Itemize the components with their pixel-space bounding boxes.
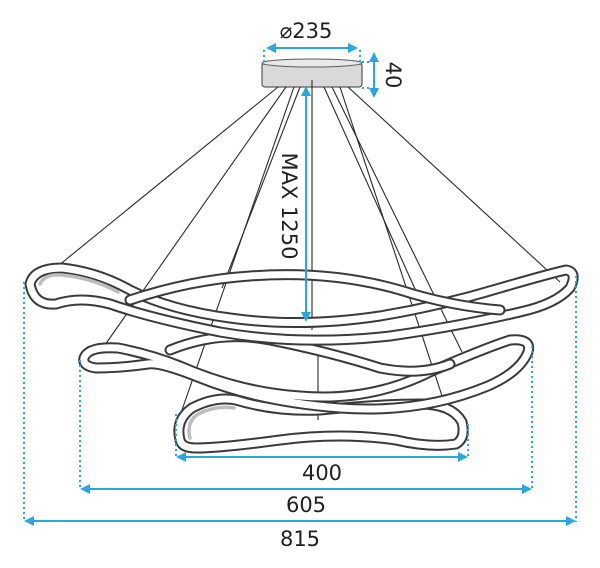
canopy-height-dimension: 40 <box>362 52 405 98</box>
ring-medium-dimension: 605 <box>79 346 533 517</box>
canopy-diameter-label: ⌀235 <box>280 19 333 43</box>
wire <box>57 86 279 267</box>
wire <box>181 86 295 411</box>
wire <box>221 86 301 289</box>
arrow-right-icon <box>522 484 532 494</box>
arrow-left-icon <box>176 452 186 462</box>
canopy <box>261 58 363 88</box>
ring-medium <box>78 331 535 415</box>
arrow-up-icon <box>369 52 379 62</box>
arrow-right-icon <box>458 452 468 462</box>
ring-small-label: 400 <box>302 461 342 485</box>
wire <box>323 86 421 301</box>
canopy-top <box>261 58 363 68</box>
max-drop-label: MAX 1250 <box>277 153 301 260</box>
ring-medium-label: 605 <box>286 493 326 517</box>
wire <box>347 86 561 283</box>
arrow-down-icon <box>369 88 379 98</box>
ring-large <box>24 262 579 346</box>
wire <box>339 86 449 415</box>
ring-small <box>173 393 469 454</box>
arrow-left-icon <box>80 484 90 494</box>
arrow-left-icon <box>266 43 276 53</box>
canopy-diameter-dimension: ⌀235 <box>263 19 361 62</box>
arrow-right-icon <box>566 516 576 526</box>
ring-large-label: 815 <box>280 527 320 551</box>
canopy-body <box>261 62 363 88</box>
arrow-right-icon <box>348 43 358 53</box>
arrow-left-icon <box>24 516 34 526</box>
arrow-up-icon <box>301 86 311 96</box>
arrow-down-icon <box>301 312 311 322</box>
max-drop-dimension: MAX 1250 <box>277 86 311 322</box>
canopy-height-label: 40 <box>381 62 405 89</box>
ring-small-dimension: 400 <box>175 414 469 485</box>
ring-large-dimension: 815 <box>23 276 577 551</box>
